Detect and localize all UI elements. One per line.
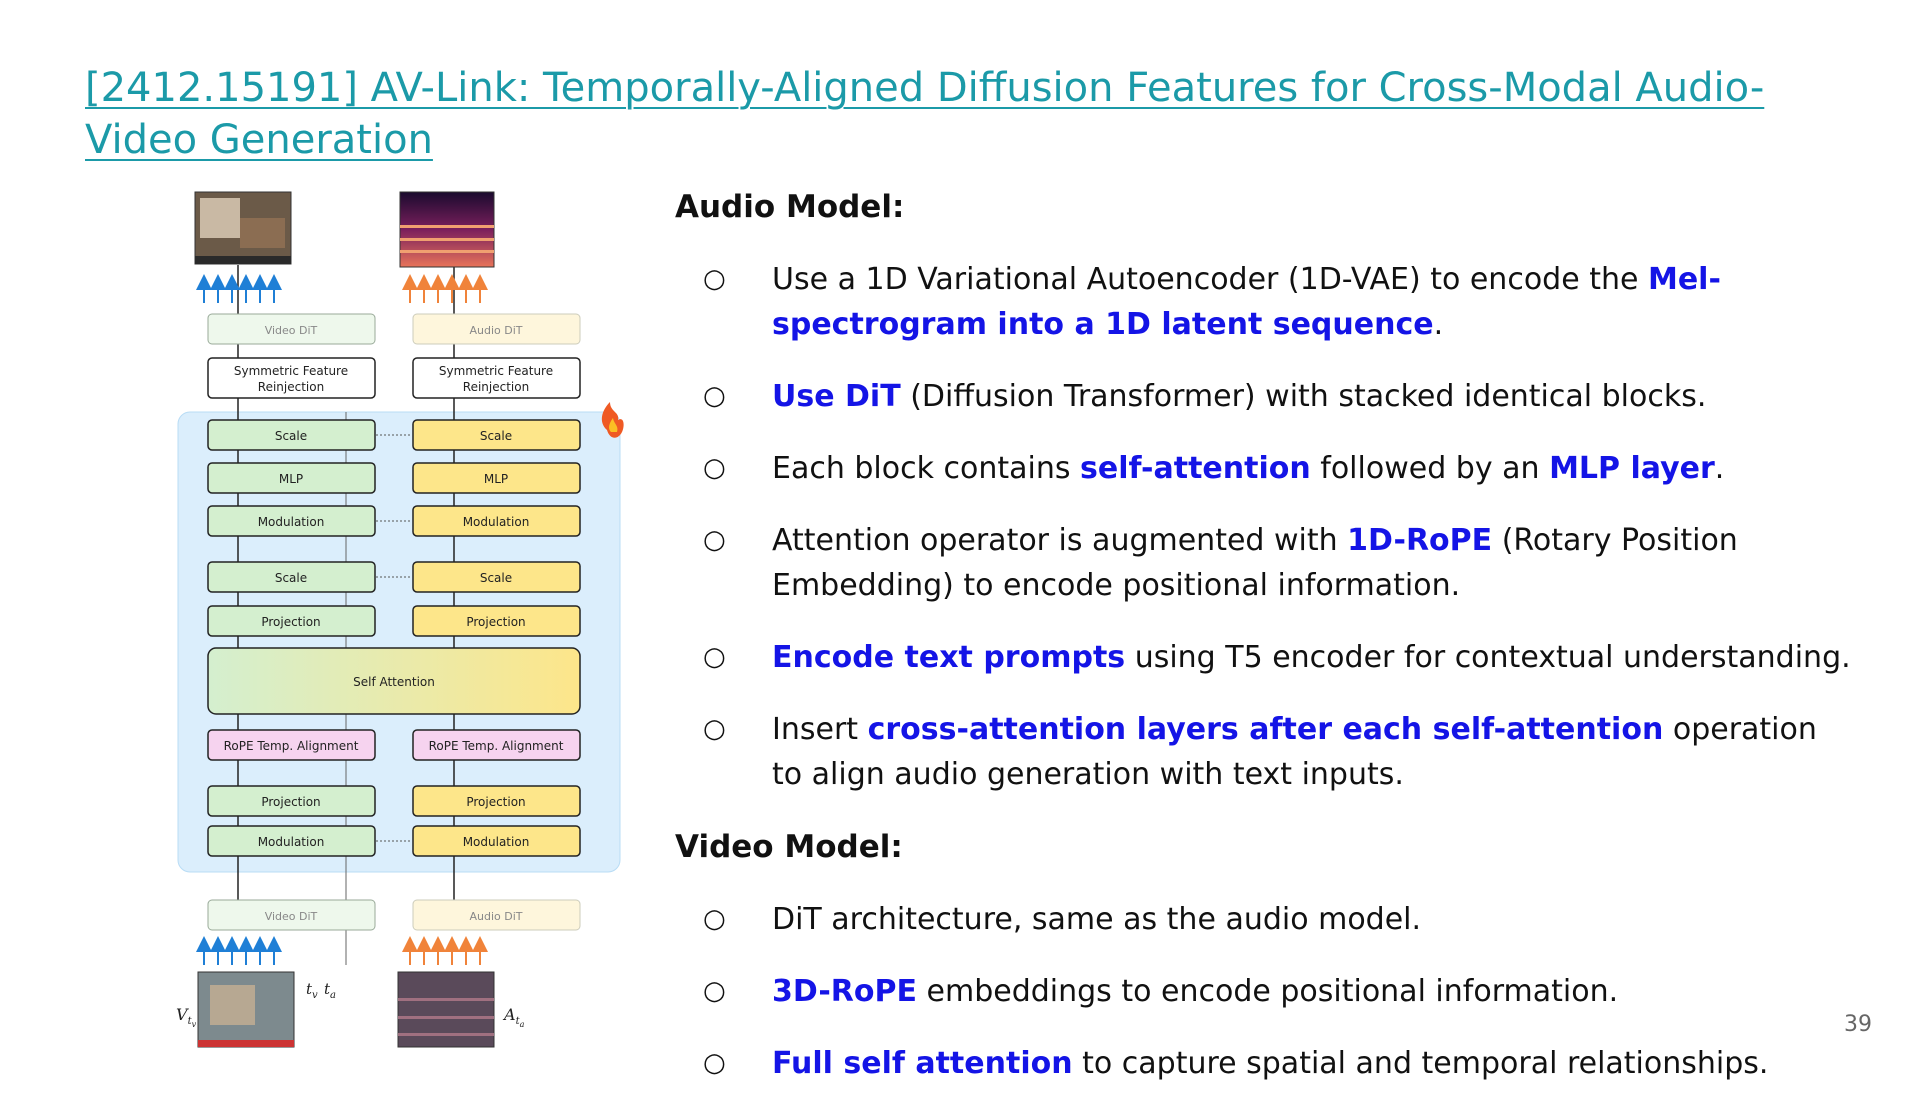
bullet-marker: ○ [703, 264, 726, 294]
audio-dit-bottom-block: Audio DiT [412, 899, 581, 931]
svg-text:Audio DiT: Audio DiT [469, 910, 522, 923]
top-audio-arrows [402, 274, 488, 303]
svg-text:Projection: Projection [466, 615, 525, 629]
video-dit-bottom-block: Video DiT [207, 899, 376, 931]
highlighted-term: Full self attention [772, 1046, 1073, 1081]
paper-title-link[interactable]: [2412.15191] AV-Link: Temporally-Aligned… [85, 65, 1765, 163]
svg-text:Scale: Scale [275, 429, 307, 443]
video-dit-top-block: Video DiT [207, 313, 376, 345]
bullet-item: ○Full self attention to capture spatial … [675, 1041, 1855, 1086]
audio-modulation-block-2: Modulation [412, 825, 581, 857]
svg-text:Scale: Scale [480, 571, 512, 585]
highlighted-term: self-attention [1080, 451, 1311, 486]
audio-model-heading: Audio Model: [675, 189, 905, 225]
bullet-item: ○Use DiT (Diffusion Transformer) with st… [675, 374, 1855, 419]
video-input-label: Vtv [176, 1005, 197, 1029]
input-noisy-spectrogram [397, 971, 495, 1048]
svg-text:Reinjection: Reinjection [463, 380, 529, 394]
bullet-item: ○3D-RoPE embeddings to encode positional… [675, 969, 1855, 1014]
highlighted-term: 3D-RoPE [772, 974, 917, 1009]
audio-scale-block-1: Scale [412, 419, 581, 451]
svg-text:Modulation: Modulation [258, 835, 325, 849]
top-video-arrows [196, 274, 282, 303]
bullet-marker: ○ [703, 904, 726, 934]
audio-rope-block: RoPE Temp. Alignment [412, 729, 581, 761]
page-number: 39 [1844, 1012, 1872, 1037]
audio-mlp-block: MLP [412, 462, 581, 494]
self-attention-block: Self Attention [207, 647, 581, 715]
svg-text:Projection: Projection [261, 615, 320, 629]
audio-model-bullets: ○Use a 1D Variational Autoencoder (1D-VA… [675, 257, 1855, 797]
video-model-heading: Video Model: [675, 829, 903, 865]
svg-text:MLP: MLP [484, 472, 508, 486]
highlighted-term: 1D-RoPE [1347, 523, 1493, 558]
timestep-labels: tv ta [306, 980, 336, 1001]
bullet-marker: ○ [703, 453, 726, 483]
svg-text:Reinjection: Reinjection [258, 380, 324, 394]
av-link-architecture-figure: Video DiT Audio DiT Symmetric Feature Re… [176, 191, 624, 1048]
svg-text:Audio DiT: Audio DiT [469, 324, 522, 337]
svg-text:Video DiT: Video DiT [265, 324, 318, 337]
svg-text:MLP: MLP [279, 472, 303, 486]
bottom-video-arrows [196, 936, 282, 965]
video-mlp-block: MLP [207, 462, 376, 494]
video-modulation-block-1: Modulation [207, 505, 376, 537]
bullet-item: ○Use a 1D Variational Autoencoder (1D-VA… [675, 257, 1855, 347]
video-modulation-block-2: Modulation [207, 825, 376, 857]
bullet-item: ○Each block contains self-attention foll… [675, 446, 1855, 491]
model-description-text: Audio Model: ○Use a 1D Variational Autoe… [675, 185, 1855, 1114]
video-symmetric-reinjection-block: Symmetric Feature Reinjection [207, 357, 376, 399]
output-video-frame [194, 191, 292, 265]
svg-text:RoPE Temp. Alignment: RoPE Temp. Alignment [429, 739, 564, 753]
bottom-audio-arrows [402, 936, 488, 965]
video-scale-block-1: Scale [207, 419, 376, 451]
bullet-marker: ○ [703, 976, 726, 1006]
video-model-bullets: ○DiT architecture, same as the audio mod… [675, 897, 1855, 1086]
audio-projection-block-1: Projection [412, 605, 581, 637]
output-spectrogram [399, 191, 495, 268]
bullet-marker: ○ [703, 1048, 726, 1078]
svg-text:Scale: Scale [480, 429, 512, 443]
audio-scale-block-2: Scale [412, 561, 581, 593]
highlighted-term: Encode text prompts [772, 640, 1126, 675]
bullet-item: ○Encode text prompts using T5 encoder fo… [675, 635, 1855, 680]
svg-text:Video DiT: Video DiT [265, 910, 318, 923]
highlighted-term: cross-attention layers after each self-a… [867, 712, 1664, 747]
highlighted-term: Mel-spectrogram into a 1D latent sequenc… [772, 262, 1721, 342]
bullet-marker: ○ [703, 381, 726, 411]
bullet-item: ○Attention operator is augmented with 1D… [675, 518, 1855, 608]
audio-input-label: Ata [502, 1005, 525, 1029]
audio-symmetric-reinjection-block: Symmetric Feature Reinjection [412, 357, 581, 399]
video-rope-block: RoPE Temp. Alignment [207, 729, 376, 761]
svg-text:Modulation: Modulation [463, 835, 530, 849]
bullet-marker: ○ [703, 714, 726, 744]
svg-text:Projection: Projection [466, 795, 525, 809]
highlighted-term: Use DiT [772, 379, 901, 414]
svg-text:Self Attention: Self Attention [353, 675, 435, 689]
svg-text:RoPE Temp. Alignment: RoPE Temp. Alignment [224, 739, 359, 753]
bullet-marker: ○ [703, 525, 726, 555]
svg-text:Vtv: Vtv [176, 1005, 197, 1029]
svg-text:Projection: Projection [261, 795, 320, 809]
highlighted-term: MLP layer [1549, 451, 1715, 486]
svg-text:ta: ta [324, 980, 336, 1001]
svg-text:Modulation: Modulation [463, 515, 530, 529]
svg-text:Symmetric Feature: Symmetric Feature [234, 364, 348, 378]
bullet-marker: ○ [703, 642, 726, 672]
video-scale-block-2: Scale [207, 561, 376, 593]
input-noisy-video-frame [197, 971, 295, 1048]
video-projection-block-1: Projection [207, 605, 376, 637]
audio-modulation-block-1: Modulation [412, 505, 581, 537]
video-projection-block-2: Projection [207, 785, 376, 817]
svg-text:Modulation: Modulation [258, 515, 325, 529]
bullet-item: ○Insert cross-attention layers after eac… [675, 707, 1855, 797]
svg-text:Ata: Ata [502, 1005, 525, 1029]
svg-text:tv: tv [306, 980, 318, 1001]
audio-dit-top-block: Audio DiT [412, 313, 581, 345]
bullet-item: ○DiT architecture, same as the audio mod… [675, 897, 1855, 942]
svg-text:Symmetric Feature: Symmetric Feature [439, 364, 553, 378]
audio-projection-block-2: Projection [412, 785, 581, 817]
svg-text:Scale: Scale [275, 571, 307, 585]
fire-icon [601, 402, 624, 438]
